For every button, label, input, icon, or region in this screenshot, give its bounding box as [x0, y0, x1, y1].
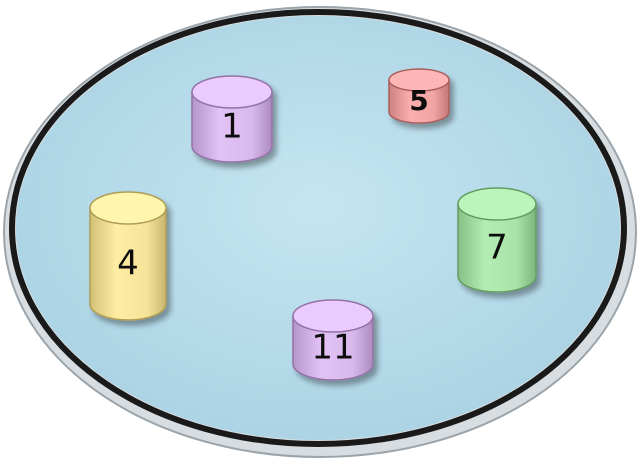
disk-4-label: 4 — [117, 243, 139, 283]
disk-11-body — [292, 315, 374, 381]
disk-5-cylinder: 5 — [388, 68, 450, 124]
disk-5-label: 5 — [409, 84, 428, 117]
disk-5-top — [388, 68, 450, 92]
pool-border — [9, 9, 627, 447]
disk-4-body — [89, 207, 167, 321]
disk-5-body — [388, 79, 450, 124]
disk-units: 1 5 4 7 11 — [89, 68, 537, 381]
disk-1-body — [191, 91, 273, 163]
disk-7-cylinder: 7 — [457, 187, 537, 293]
disk-11-top — [292, 299, 374, 333]
disk-11-cylinder: 11 — [292, 299, 374, 381]
disk-1-cylinder: 1 — [191, 75, 273, 163]
disk-4-top — [89, 191, 167, 225]
disk-1-label: 1 — [221, 106, 243, 146]
disk-1-top — [191, 75, 273, 109]
disk-11-label: 11 — [311, 327, 354, 367]
disk-7-body — [457, 203, 537, 293]
disk-7-label: 7 — [486, 227, 508, 267]
pool-surface — [16, 16, 620, 440]
disk-4-cylinder: 4 — [89, 191, 167, 321]
disk-pool — [3, 6, 637, 458]
disk-7-top — [457, 187, 537, 221]
